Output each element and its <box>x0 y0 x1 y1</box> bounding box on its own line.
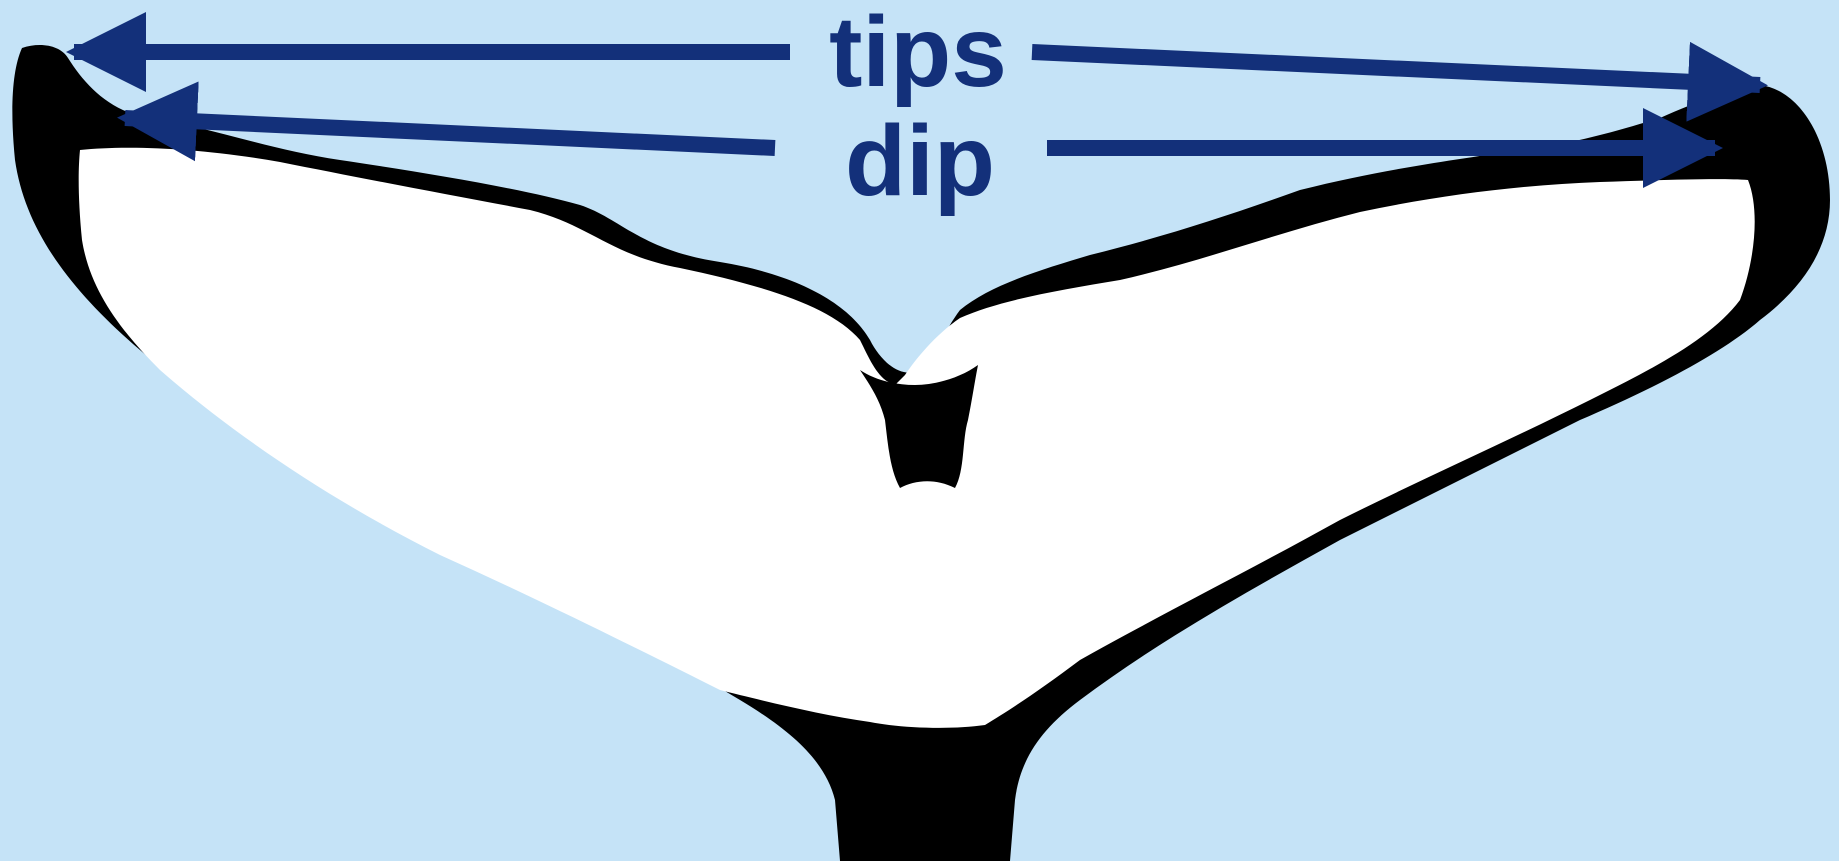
tips-label: tips <box>829 0 1007 108</box>
dip-label: dip <box>845 105 995 217</box>
tips-arrow-right <box>1032 52 1760 85</box>
